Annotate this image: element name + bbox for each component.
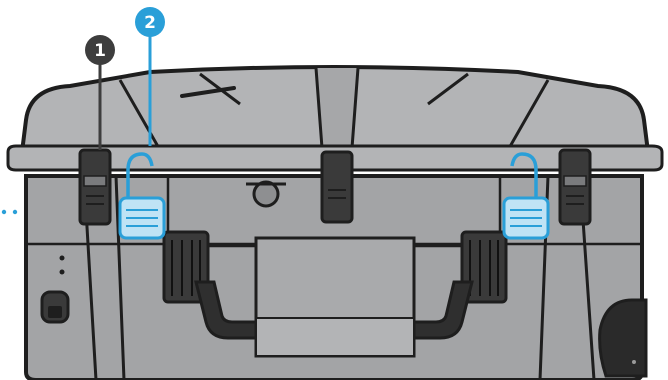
latch-left bbox=[78, 148, 112, 226]
handle-icon bbox=[162, 230, 508, 358]
accent-dot bbox=[12, 209, 18, 215]
padlock-icon bbox=[502, 152, 550, 240]
wheel-icon bbox=[598, 298, 648, 378]
callout-1-number: 1 bbox=[94, 41, 106, 61]
padlock-icon bbox=[118, 152, 166, 240]
callout-1: 1 bbox=[85, 35, 115, 150]
accent-dots bbox=[1, 209, 18, 215]
latch-center bbox=[320, 150, 354, 224]
callout-2-number: 2 bbox=[144, 13, 156, 33]
pressure-valve-icon bbox=[246, 180, 286, 208]
callout-2: 2 bbox=[135, 7, 165, 146]
latch-right bbox=[558, 148, 592, 226]
accent-dot bbox=[1, 209, 7, 215]
side-lock-hole bbox=[40, 255, 70, 324]
